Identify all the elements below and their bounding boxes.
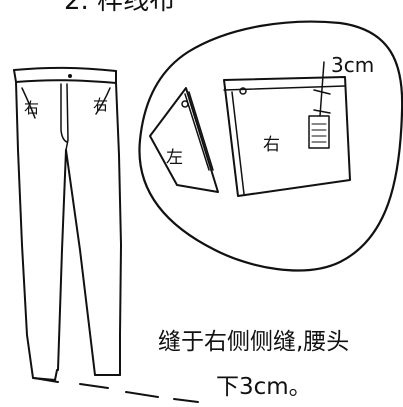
right-pocket-label: 右 [93,96,108,114]
pants-drawing: 右 右 [13,66,122,381]
pants-waistband-top [13,66,117,72]
pants-right-outseam [115,82,122,376]
left-pocket-panel [149,87,219,193]
dash-segment [33,377,59,383]
pants-waistband-bottom [15,79,117,84]
pants-waistband-left-edge [13,69,17,83]
right-pocket-panel [223,76,351,197]
note-line-2: 下3cm。 [216,374,312,400]
pants-left-inseam [57,149,67,371]
right-panel-label: 右 [263,135,280,155]
dash-segment [79,383,109,389]
left-panel-seam [184,93,210,171]
left-panel-seam-2 [188,91,214,171]
left-pocket-opening [21,87,36,119]
pants-left-outseam [15,81,34,379]
left-panel-label: 左 [166,148,183,168]
right-panel-rivet-icon [239,87,247,95]
right-panel-inner-edge [231,91,245,195]
right-pocket-opening [95,87,111,115]
label-tag [308,115,330,149]
right-panel-waist-line [223,85,346,91]
measure-tick-top [313,89,331,95]
header-title: 2. 样线布 [64,0,175,16]
pants-right-inseam [65,149,96,376]
measure-tick-bottom [313,109,331,114]
measure-label: 3cm [331,53,374,77]
pants-fly-stitch [60,83,68,143]
dash-segment [125,391,159,398]
left-pocket-label: 右 [24,99,39,117]
zoom-detail: 左 右 3cm [149,53,374,197]
zoom-bubble [138,20,403,272]
dashed-fold-line [33,377,199,403]
note-line-1: 缝于右侧侧缝,腰头 [158,329,349,355]
pants-fly-line [65,83,69,151]
button-icon [68,74,72,78]
dash-segment [173,398,199,403]
left-panel-rivet-icon [181,100,189,108]
measure-leader-line [319,61,325,117]
